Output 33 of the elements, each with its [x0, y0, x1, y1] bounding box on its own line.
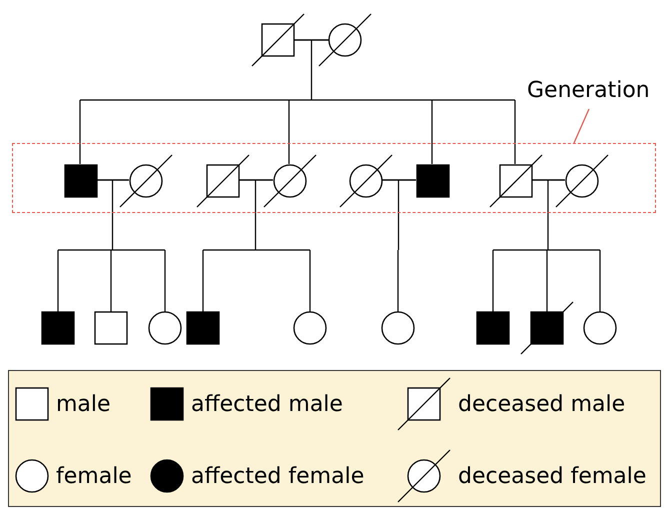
- legend-label: male: [56, 392, 111, 416]
- deceased-female-symbol: [339, 154, 393, 208]
- legend-label: female: [56, 464, 132, 488]
- female-symbol: [148, 311, 182, 345]
- leader-line: [573, 108, 590, 144]
- male-symbol: [94, 311, 128, 345]
- deceased-female-symbol: [555, 154, 609, 208]
- deceased-affected-male-symbol: [520, 301, 574, 355]
- affected-male-symbol: [186, 311, 220, 345]
- deceased-female-symbol: [318, 13, 372, 67]
- legend-label: deceased male: [458, 392, 626, 416]
- legend-label: affected male: [191, 392, 343, 416]
- generation-frame: [12, 143, 656, 213]
- descent-line: [492, 179, 601, 312]
- annotation-label: Generation: [527, 78, 650, 103]
- female-symbol: [381, 311, 415, 345]
- legend-label: affected female: [191, 464, 364, 488]
- affected-male-symbol: [416, 164, 450, 198]
- deceased-male-symbol: [489, 154, 543, 208]
- deceased-female-symbol: [263, 154, 317, 208]
- affected-male-symbol: [64, 164, 98, 198]
- affected-male-symbol: [476, 311, 510, 345]
- descent-line: [380, 179, 417, 312]
- deceased-male-symbol: [196, 154, 250, 208]
- legend-label: deceased female: [458, 464, 646, 488]
- descent-line: [79, 39, 516, 164]
- female-symbol: [583, 311, 617, 345]
- female-symbol: [293, 311, 327, 345]
- deceased-male-symbol: [251, 13, 305, 67]
- descent-line: [57, 179, 166, 312]
- descent-line: [202, 179, 311, 312]
- deceased-female-symbol: [119, 154, 173, 208]
- affected-male-symbol: [41, 311, 75, 345]
